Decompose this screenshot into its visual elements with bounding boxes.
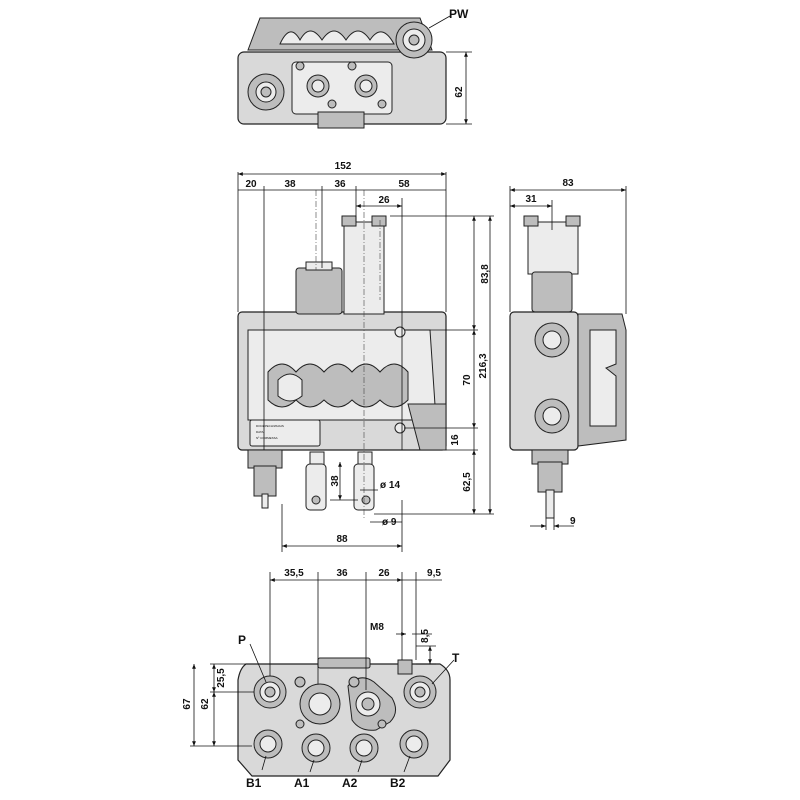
dim-bottom-25-5: 25,5 — [216, 668, 227, 688]
top-view — [237, 15, 472, 129]
dim-side-83: 83 — [562, 178, 574, 189]
dim-front-38-lever: 38 — [330, 475, 341, 487]
port-label-a1: A1 — [294, 776, 310, 790]
dim-bottom-67: 67 — [182, 698, 193, 710]
dim-bottom-35-5: 35,5 — [284, 568, 304, 579]
port-label-t: T — [452, 651, 460, 665]
plate-line-3: Nº COMMESSA — [256, 436, 278, 440]
dim-front-216-3: 216,3 — [478, 353, 489, 378]
port-label-b1: B1 — [246, 776, 262, 790]
dim-bottom-m8: M8 — [370, 622, 384, 633]
bottom-view — [190, 572, 455, 777]
dim-side-9: 9 — [570, 516, 576, 527]
dim-front-70: 70 — [462, 374, 473, 386]
dim-front-88: 88 — [336, 534, 348, 545]
side-view — [509, 186, 627, 530]
dim-bottom-9-5: 9,5 — [427, 568, 441, 579]
port-label-pw: PW — [449, 7, 469, 21]
dim-side-31: 31 — [525, 194, 537, 205]
dim-front-58: 58 — [398, 179, 410, 190]
dim-front-152: 152 — [335, 161, 352, 172]
dim-bottom-62: 62 — [200, 698, 211, 710]
dim-bottom-8-5: 8,5 — [420, 629, 431, 643]
dim-top-62: 62 — [454, 86, 465, 98]
dim-front-26: 26 — [378, 195, 390, 206]
port-label-a2: A2 — [342, 776, 358, 790]
dim-front-38: 38 — [284, 179, 296, 190]
dim-front-dia-14: ø 14 — [380, 480, 400, 491]
dim-front-62-5: 62,5 — [462, 472, 473, 492]
front-view — [237, 172, 494, 552]
port-label-p: P — [238, 633, 246, 647]
dim-front-dia-9: ø 9 — [382, 517, 397, 528]
port-label-b2: B2 — [390, 776, 406, 790]
dim-front-20: 20 — [245, 179, 257, 190]
dim-bottom-36: 36 — [336, 568, 348, 579]
dim-front-36: 36 — [334, 179, 346, 190]
plate-line-1: DOCEPECH/WH/HS — [256, 424, 284, 428]
dim-front-83-8: 83,8 — [480, 264, 491, 284]
dim-bottom-26: 26 — [378, 568, 390, 579]
dim-front-16: 16 — [450, 434, 461, 446]
plate-line-2: DATA — [256, 430, 264, 434]
